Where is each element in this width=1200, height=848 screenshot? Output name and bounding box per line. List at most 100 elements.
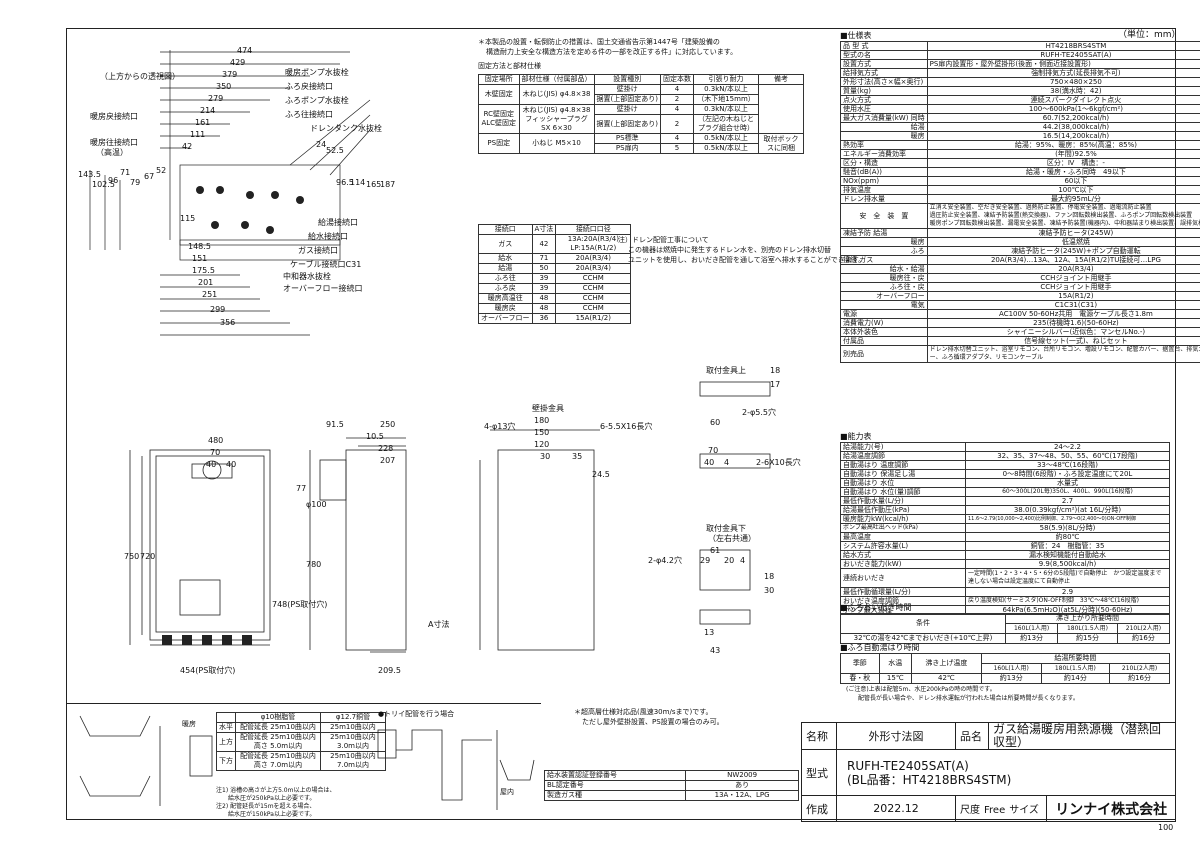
fix-bottom-holes: 2-φ4.2穴 — [648, 556, 682, 565]
dim-214: 214 — [200, 106, 216, 115]
unit-label: （単位：mm） — [1118, 30, 1181, 40]
front-dim-40a: 40 — [206, 460, 217, 469]
side-dim-250: 250 — [380, 420, 396, 429]
fix-bottom-dim-13: 13 — [704, 628, 715, 637]
dim-115: 115 — [180, 214, 196, 223]
label-high-temp: （高温） — [96, 148, 128, 157]
company-name: リンナイ株式会社 — [1046, 795, 1176, 822]
dim-148-5: 148.5 — [188, 242, 211, 251]
snow-note-1: ＊超高層仕様対応品(風速30m/sまで)です。 — [574, 708, 713, 716]
wall-bracket-drawing — [479, 429, 600, 651]
fix-bottom-dim-43: 43 — [710, 646, 721, 655]
fix-bottom-dim-29: 29 — [700, 556, 711, 565]
front-dim-480: 480 — [208, 436, 224, 445]
dim-71: 71 — [120, 168, 131, 177]
bracket-dim-30: 30 — [540, 452, 551, 461]
bracket-title: 壁掛金具 — [532, 404, 564, 413]
bracket-dim-24-5: 24.5 — [592, 470, 610, 479]
dim-102-5: 102.5 — [92, 180, 115, 189]
top-view-drawing — [89, 50, 371, 336]
dim-143-5: 143.5 — [78, 170, 101, 179]
trap-label-heating: 暖房 — [182, 720, 196, 728]
pipe-note-4: 給水圧が150kPa以上必要です。 — [228, 811, 316, 818]
label-bath-return: ふろ戻接続口 — [285, 82, 333, 91]
fix-top-dim-18: 18 — [770, 366, 781, 375]
front-dim-750: 750 — [124, 552, 140, 561]
fill-note-2: 配管長が長い場合や、ドレン排水運転が行われた場合は所要時間が長くなります。 — [858, 695, 1079, 702]
dim-42: 42 — [182, 142, 193, 151]
front-view-drawing — [129, 449, 271, 646]
fix-table: 固定場所部材仕様（付属部品）設置種別固定本数引張り耐力備考 木壁固定木ねじ(JI… — [478, 74, 804, 154]
fill-title: ■ふろ自動湯はり時間 — [840, 643, 920, 652]
label-drain-tank: ドレンタンク水抜栓 — [310, 124, 382, 133]
label-overflow: オーバーフロー接続口 — [283, 284, 363, 293]
top-view-label: （上方からの透視図） — [100, 72, 180, 81]
dim-474: 474 — [237, 46, 253, 55]
dim-52-5: 52.5 — [326, 146, 344, 155]
fix-top-dim-40: 40 — [704, 458, 715, 467]
fix-bottom-sub: （左右共通） — [708, 534, 756, 543]
fix-bottom-dim-18: 18 — [764, 572, 775, 581]
side-dim-91-5: 91.5 — [326, 420, 344, 429]
bracket-dim-120: 120 — [534, 440, 550, 449]
label-neutralizer: 中和器水抜栓 — [283, 272, 331, 281]
pipe-note-1: 注1) 浴槽の高さが上方5.0m以上の場合は、 — [216, 787, 336, 794]
title-block: 名称 外形寸法図 品名 ガス給湯暖房用熱源機（潜熱回収型） 型式 RUFH-TE… — [801, 722, 1176, 822]
dim-96: 96 — [108, 176, 119, 185]
dim-299: 299 — [210, 305, 226, 314]
side-dim-10-5: 10.5 — [366, 432, 384, 441]
fix-top-holes: 2-φ5.5穴 — [742, 408, 776, 417]
side-dim-phi100: φ100 — [306, 500, 327, 509]
dim-96-5: 96.5 — [336, 178, 354, 187]
fix-bottom-dim-61: 61 — [710, 546, 721, 555]
drain-note-1: 注）ドレン配管工事について — [618, 236, 709, 244]
trap-drawing — [377, 729, 535, 810]
bracket-dim-35: 35 — [572, 452, 583, 461]
label-bath-supply: ふろ往接続口 — [285, 110, 333, 119]
front-dim-748: 748(PS取付穴) — [272, 600, 328, 609]
front-dim-70: 70 — [210, 448, 221, 457]
fix-bottom-drawing — [699, 549, 751, 625]
fix-top-dim-17: 17 — [770, 380, 781, 389]
snow-note-2: ただし屋外壁掛設置、PS設置の場合のみ可。 — [582, 718, 724, 726]
fill-table: 季節水温沸き上げ温度給湯所要時間 160L(1人用)180L(1.5人用)210… — [840, 653, 1171, 684]
piping-section — [66, 703, 541, 821]
fix-top-dim-4: 4 — [724, 458, 730, 467]
reheat-title: ■ふろおいだき時間 — [840, 603, 912, 612]
label-gas: ガス接続口 — [298, 246, 338, 255]
label-bath-pump-drain: ふろポンプ水抜栓 — [285, 96, 349, 105]
bathtub-drawing — [79, 715, 213, 806]
dim-161: 161 — [195, 118, 211, 127]
label-hot-water: 給湯接続口 — [318, 218, 358, 227]
fix-bottom-dim-4: 4 — [740, 556, 746, 565]
dim-114: 114 — [350, 178, 366, 187]
bracket-dim-180: 180 — [534, 416, 550, 425]
fix-title: 固定方法と部材仕様 — [478, 62, 541, 70]
dim-251: 251 — [202, 290, 218, 299]
dim-187: 187 — [380, 180, 396, 189]
drawing-frame — [66, 28, 1176, 820]
dim-279: 279 — [208, 94, 224, 103]
fill-note-1: (ご注意)上表は配管5m、水圧200kPaの時の時間です。 — [846, 686, 996, 693]
spec-title: ■仕様表 — [840, 31, 872, 40]
dim-429: 429 — [230, 58, 246, 67]
trap-label-indoor: 屋内 — [500, 788, 514, 796]
perf-title: ■能力表 — [840, 432, 872, 441]
fix-top-drawing — [699, 381, 771, 469]
dim-201: 201 — [198, 278, 214, 287]
fix-top-title: 取付金具上 — [706, 366, 746, 375]
pipe-note-2: 給水圧が250kPa以上必要です。 — [228, 795, 316, 802]
fix-bottom-dim-20: 20 — [724, 556, 735, 565]
side-view-drawing — [309, 437, 407, 653]
bracket-holes: 4-φ13穴 — [484, 422, 516, 431]
label-heat-pump-drain: 暖房ポンプ水抜栓 — [285, 68, 349, 77]
dim-356: 356 — [220, 318, 236, 327]
dim-52: 52 — [156, 166, 167, 175]
side-dim-228: 228 — [378, 444, 394, 453]
fix-bottom-dim-30: 30 — [764, 586, 775, 595]
